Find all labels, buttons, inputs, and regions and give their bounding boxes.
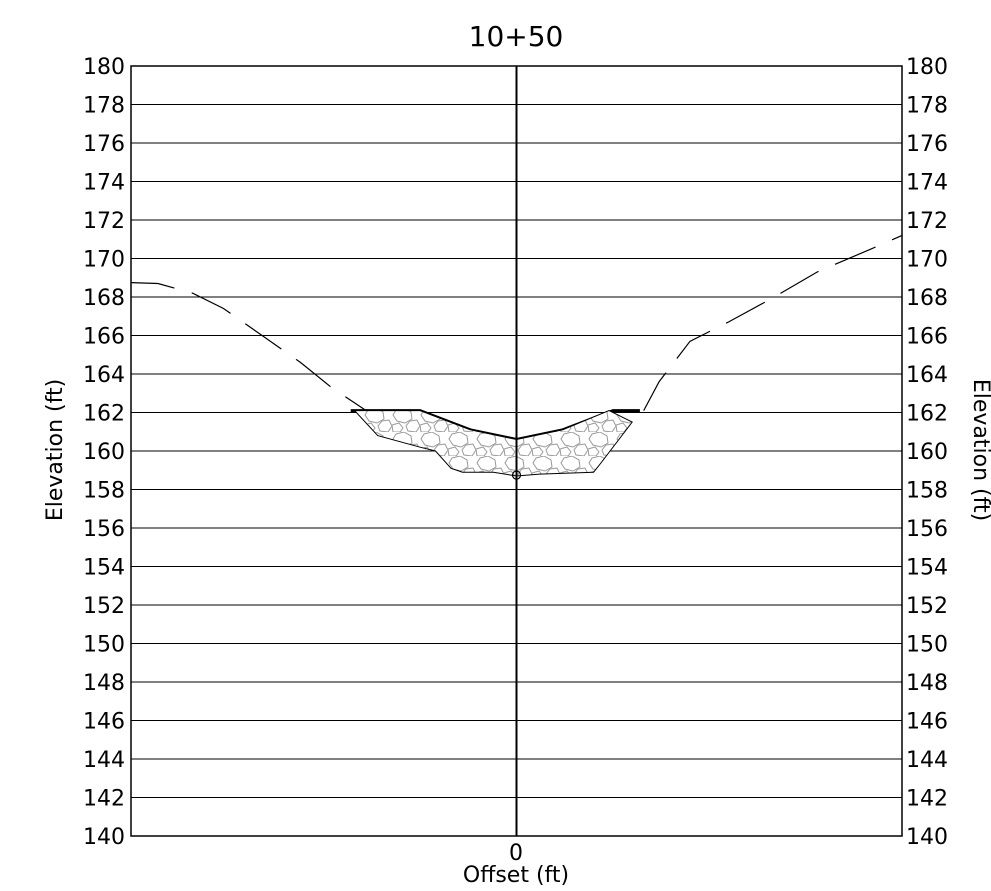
y-tick-left-180: 180 xyxy=(83,55,125,80)
y-tick-left-172: 172 xyxy=(83,209,125,234)
y-tick-right-140: 140 xyxy=(906,825,948,850)
existing-ground-line-0 xyxy=(130,282,367,412)
y-tick-left-152: 152 xyxy=(83,594,125,619)
y-tick-right-158: 158 xyxy=(906,479,948,504)
y-tick-left-156: 156 xyxy=(83,517,125,542)
y-tick-right-162: 162 xyxy=(906,402,948,427)
y-tick-left-164: 164 xyxy=(83,363,125,388)
x-axis-label: Offset (ft) xyxy=(463,863,569,888)
y-tick-right-170: 170 xyxy=(906,248,948,273)
y-tick-right-160: 160 xyxy=(906,440,948,465)
y-tick-left-146: 146 xyxy=(83,710,125,735)
y-tick-left-168: 168 xyxy=(83,286,125,311)
y-tick-right-152: 152 xyxy=(906,594,948,619)
riprap-fill-area xyxy=(353,410,633,477)
y-tick-right-180: 180 xyxy=(906,55,948,80)
y-tick-right-142: 142 xyxy=(906,787,948,812)
chart-title: 10+50 xyxy=(469,20,564,53)
y-tick-right-144: 144 xyxy=(906,748,948,773)
y-tick-left-154: 154 xyxy=(83,556,125,581)
y-tick-left-176: 176 xyxy=(83,132,125,157)
y-tick-labels-right: 140 142 144 146 148 150 152 154 156 158 160 162 164 1… xyxy=(906,55,948,850)
y-tick-left-148: 148 xyxy=(83,671,125,696)
y-tick-right-166: 166 xyxy=(906,325,948,350)
y-tick-left-170: 170 xyxy=(83,248,125,273)
y-tick-right-164: 164 xyxy=(906,363,948,388)
y-tick-right-176: 176 xyxy=(906,132,948,157)
y-tick-left-178: 178 xyxy=(83,94,125,119)
y-tick-right-174: 174 xyxy=(906,171,948,196)
y-axis-label-left: Elevation (ft) xyxy=(43,379,68,521)
y-tick-left-150: 150 xyxy=(83,633,125,658)
y-tick-labels-left: 140 142 144 146 148 150 152 154 156 158 160 162 164 1… xyxy=(83,55,125,850)
y-tick-right-156: 156 xyxy=(906,517,948,542)
y-tick-left-174: 174 xyxy=(83,171,125,196)
y-tick-right-146: 146 xyxy=(906,710,948,735)
y-tick-left-160: 160 xyxy=(83,440,125,465)
y-tick-left-144: 144 xyxy=(83,748,125,773)
y-tick-left-162: 162 xyxy=(83,402,125,427)
y-tick-left-140: 140 xyxy=(83,825,125,850)
y-tick-right-168: 168 xyxy=(906,286,948,311)
y-tick-left-142: 142 xyxy=(83,787,125,812)
y-tick-right-172: 172 xyxy=(906,209,948,234)
y-tick-right-150: 150 xyxy=(906,633,948,658)
y-tick-right-178: 178 xyxy=(906,94,948,119)
centerline-marker xyxy=(511,470,522,480)
y-tick-right-148: 148 xyxy=(906,671,948,696)
y-tick-left-166: 166 xyxy=(83,325,125,350)
x-tick-label-0: 0 xyxy=(509,841,523,866)
y-tick-left-158: 158 xyxy=(83,479,125,504)
y-tick-right-154: 154 xyxy=(906,556,948,581)
existing-ground-line-1 xyxy=(643,234,903,411)
y-axis-label-right: Elevation (ft) xyxy=(968,379,991,521)
